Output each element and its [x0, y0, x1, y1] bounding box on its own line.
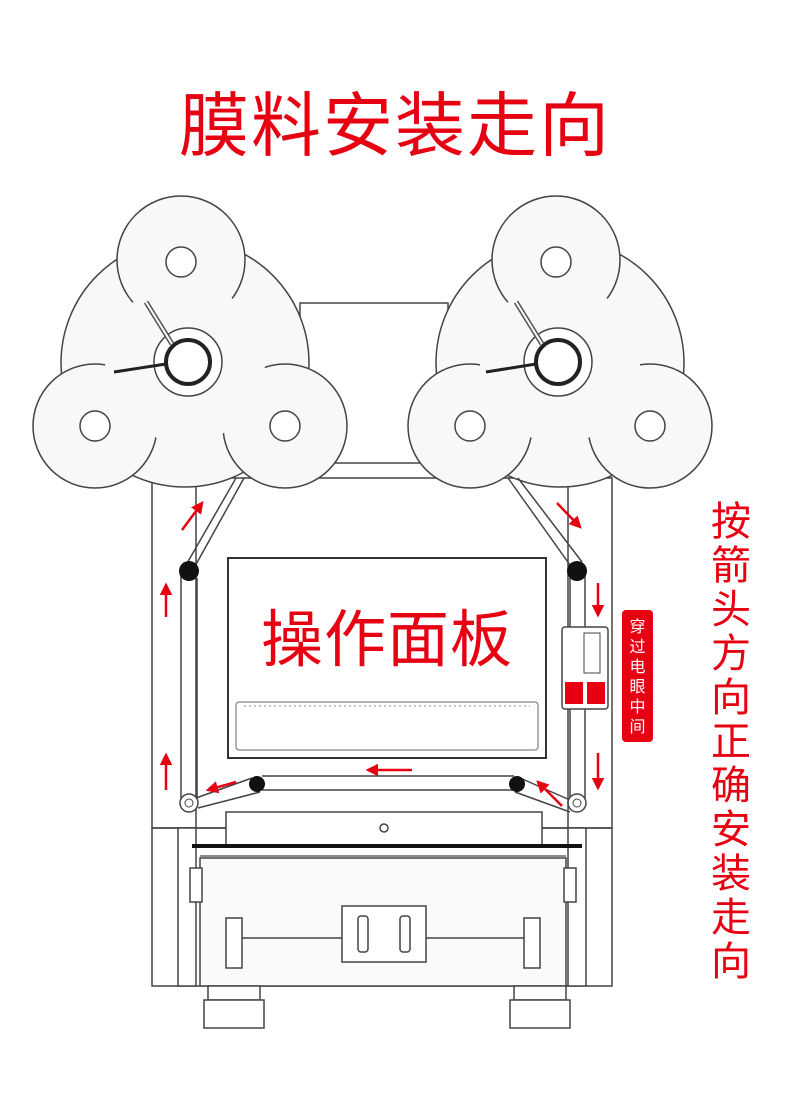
sensor-badge-char: 中 [629, 697, 646, 716]
sensor-badge: 穿 过 电 眼 中 间 [622, 610, 653, 742]
note-char: 方 [711, 631, 751, 677]
sealing-station [177, 811, 587, 987]
sensor-badge-char: 电 [629, 657, 646, 676]
left-film-reel [32, 195, 348, 489]
note-char: 走 [711, 895, 751, 941]
diagram-title: 膜料安装走向 [179, 85, 611, 167]
machine-feet [203, 985, 571, 1029]
right-film-reel [407, 195, 713, 489]
operation-panel-label: 操作面板 [260, 603, 513, 676]
arrow-bottom-right-diagonal [536, 780, 563, 807]
note-char: 正 [711, 719, 751, 765]
rollers [179, 561, 587, 813]
note-char: 安 [711, 807, 751, 853]
arrow-up-left-diagonal [180, 500, 204, 531]
note-char: 向 [711, 939, 751, 985]
arrow-bottom-left-diagonal [205, 780, 237, 794]
direction-arrows [159, 500, 605, 807]
electric-eye-sensor [561, 626, 609, 710]
arrow-down-right-diagonal [556, 502, 582, 529]
note-char: 按 [711, 499, 751, 545]
installation-note: 按 箭 头 方 向 正 确 安 装 走 向 [701, 500, 761, 984]
sensor-badge-char: 眼 [629, 677, 646, 696]
note-char: 装 [711, 851, 751, 897]
note-char: 向 [711, 675, 751, 721]
note-char: 箭 [711, 543, 751, 589]
sensor-badge-char: 间 [629, 717, 646, 736]
sensor-badge-char: 过 [629, 637, 646, 656]
sensor-badge-char: 穿 [629, 617, 646, 636]
operation-panel [227, 557, 547, 759]
note-char: 头 [711, 587, 751, 633]
note-char: 确 [711, 763, 751, 809]
